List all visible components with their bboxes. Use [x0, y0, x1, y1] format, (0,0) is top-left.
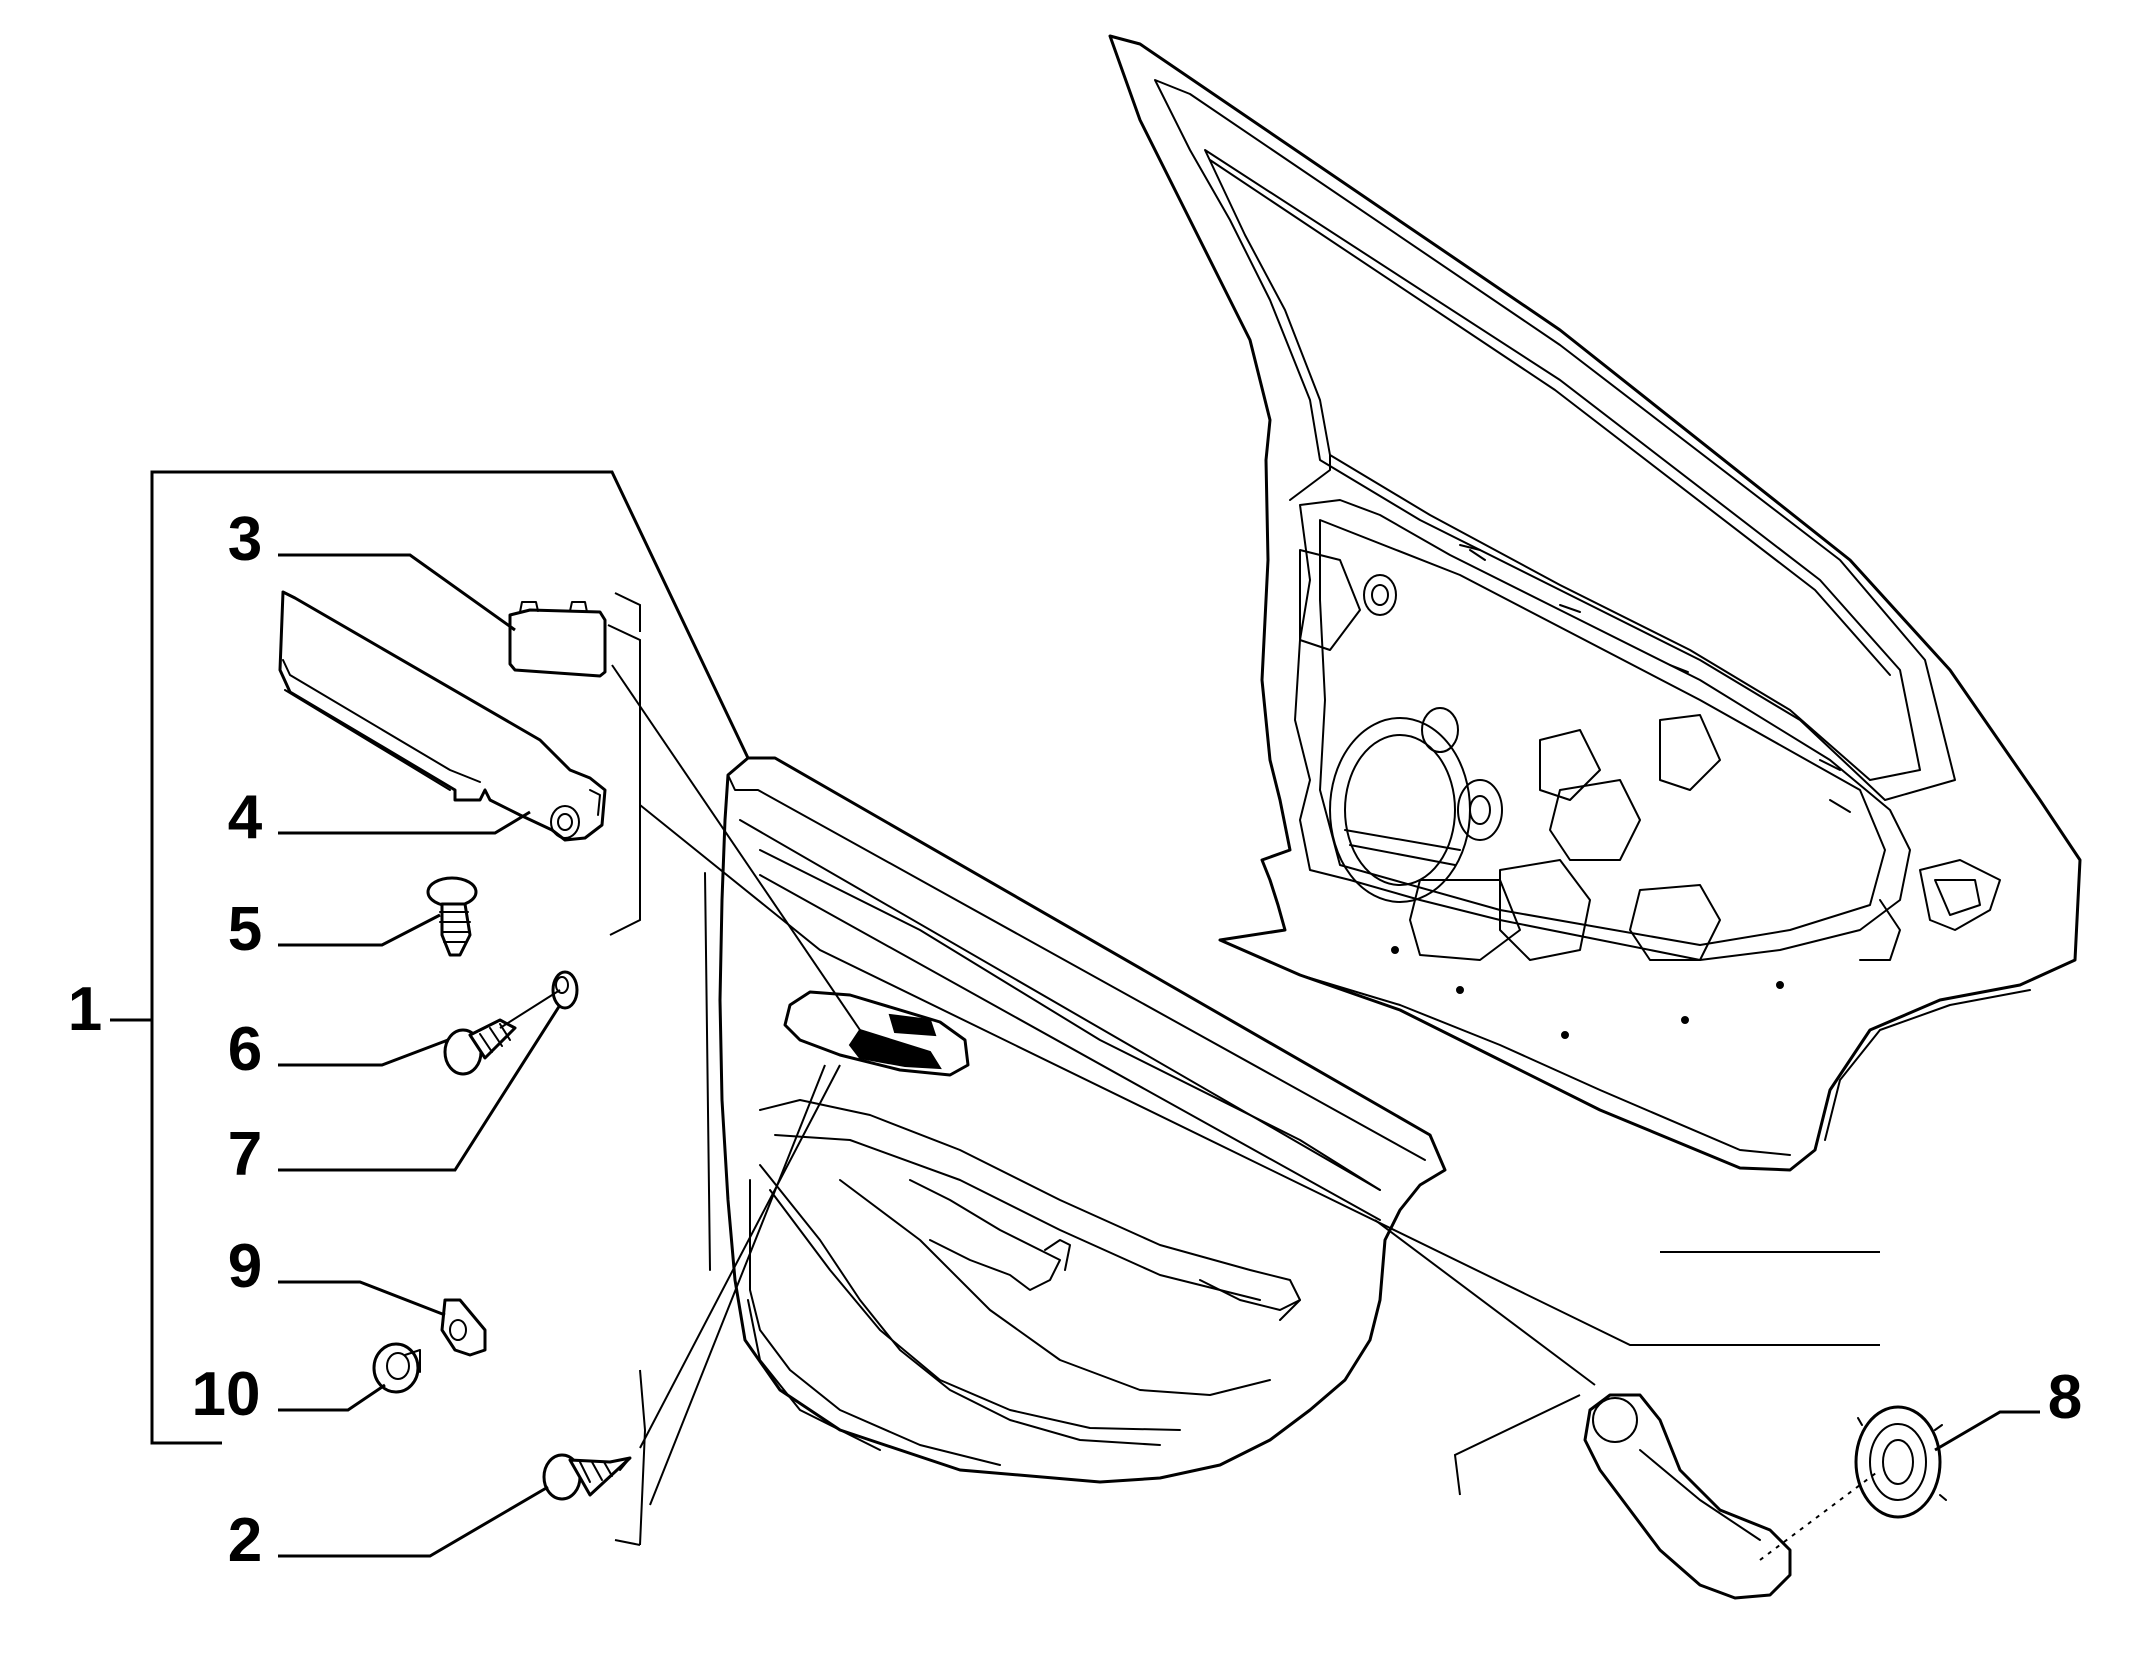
- bracket-1: [150, 470, 750, 1445]
- callout-3: 3: [228, 505, 262, 574]
- escutcheon-ring: [1854, 1405, 1942, 1519]
- door-shell: [1108, 34, 2082, 1172]
- armrest: [759, 1099, 1301, 1321]
- callout-4: 4: [228, 783, 263, 852]
- part-trim-strip: [278, 590, 607, 842]
- callout-1: 1: [68, 975, 102, 1044]
- window-winder-handle: [1583, 1393, 1792, 1600]
- callout-6: 6: [228, 1015, 262, 1084]
- part-tapping-screw: [542, 1453, 632, 1501]
- leader-lines: [110, 470, 2040, 1558]
- window-frame: [1154, 79, 1956, 801]
- callout-5: 5: [228, 895, 262, 964]
- callout-labels: 1 3 4 5 6 7 9 10 2 8: [68, 505, 2082, 1575]
- window-glass-edge: [1204, 149, 1921, 781]
- callout-8: 8: [2048, 1363, 2082, 1432]
- part-clip-nut: [440, 1298, 487, 1357]
- trim-panel-outline: [718, 756, 1447, 1484]
- winder-escutcheon: [1854, 1405, 1947, 1519]
- callout-10: 10: [192, 1360, 261, 1429]
- door-trim-panel: [704, 756, 1447, 1484]
- lock-mechanism: [1919, 859, 2001, 931]
- part-screw-6: [443, 1018, 517, 1076]
- part-push-clip: [426, 876, 478, 957]
- callout-7: 7: [228, 1120, 262, 1189]
- callout-9: 9: [228, 1232, 262, 1301]
- part-washer: [551, 970, 579, 1010]
- inner-panel: [1294, 499, 1911, 961]
- part-grommet: [372, 1342, 421, 1394]
- part-cap: [508, 601, 607, 678]
- winder-handle: [1583, 1393, 1792, 1600]
- callout-2: 2: [228, 1506, 262, 1575]
